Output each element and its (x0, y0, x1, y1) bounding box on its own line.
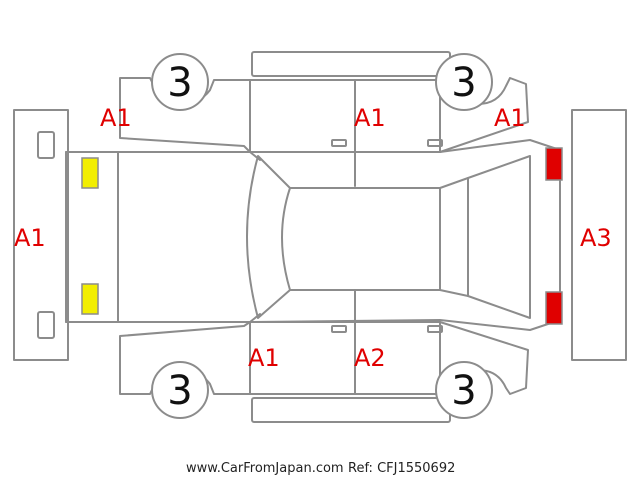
wheel-bottom-right-score: 3 (451, 368, 476, 414)
wheel-bottom-left: 3 (151, 361, 209, 419)
code-bottom-left-door: A1 (248, 344, 280, 372)
footer-ref: Ref: CFJ1550692 (348, 461, 455, 476)
wheel-top-left-score: 3 (167, 60, 192, 106)
front-bumper-panel (13, 109, 69, 361)
code-top-doors: A1 (354, 104, 386, 132)
wheel-top-right: 3 (435, 53, 493, 111)
wheel-bottom-right: 3 (435, 361, 493, 419)
car-body-top-view (65, 139, 561, 331)
front-light-top (81, 157, 99, 189)
code-left-bumper: A1 (14, 224, 46, 252)
code-rear-right-fender: A1 (494, 104, 526, 132)
wheel-top-right-score: 3 (451, 60, 476, 106)
code-front-left-fender: A1 (100, 104, 132, 132)
front-light-bottom (81, 283, 99, 315)
code-bottom-right-door: A2 (354, 344, 386, 372)
footer-site: www.CarFromJapan.com (186, 461, 344, 476)
code-right-bumper: A3 (580, 224, 612, 252)
wheel-top-left: 3 (151, 53, 209, 111)
wheel-bottom-left-score: 3 (167, 368, 192, 414)
rear-bumper-panel (571, 109, 627, 361)
rear-light-top (545, 147, 563, 181)
rear-light-bottom (545, 291, 563, 325)
